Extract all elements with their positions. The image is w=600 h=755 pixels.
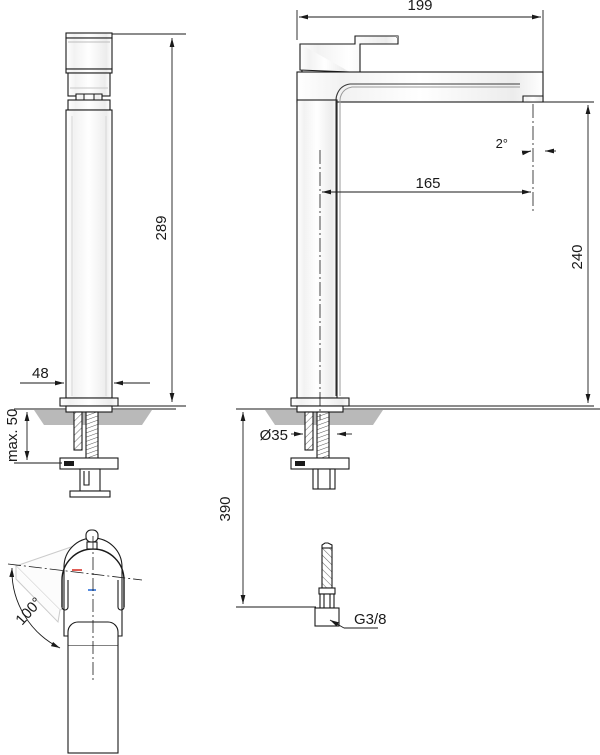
- swivel-centre-lines: [7, 536, 143, 680]
- swivel-rotated-axis: [7, 563, 143, 581]
- plate-slot: [295, 461, 305, 466]
- lever-underside: [299, 44, 351, 73]
- dimension-label-48: 48: [32, 365, 49, 382]
- body-column: [296, 99, 338, 399]
- side-fixing-assembly: [59, 405, 119, 498]
- spout-inner-curve-highlight: [339, 86, 520, 101]
- front-dimension-199: [296, 10, 544, 96]
- dimension-label-165: 165: [415, 175, 440, 192]
- fixing-stud: [304, 411, 314, 451]
- body-plan-outline: [67, 644, 119, 754]
- handle-top-knob: [85, 529, 99, 543]
- plate-slot: [64, 461, 74, 466]
- fixing-nut: [79, 468, 101, 492]
- fixing-stud-left: [73, 411, 83, 451]
- dimension-label-289: 289: [153, 215, 170, 240]
- threaded-rod: [85, 411, 99, 463]
- body-column: [65, 109, 113, 399]
- threaded-rod: [316, 411, 330, 463]
- braided-hose: [321, 547, 333, 589]
- hose-collar: [318, 587, 336, 595]
- label-thread-g38: G3/8: [354, 611, 387, 628]
- side-dimension-max50: [14, 408, 62, 464]
- hose-tip: [321, 542, 333, 549]
- dimension-label-390: 390: [217, 496, 234, 521]
- front-fixing-assembly: [290, 405, 350, 490]
- handle-top-stem: [86, 541, 98, 550]
- dimension-label-2deg: 2°: [496, 136, 508, 151]
- aerator-outlet: [522, 95, 544, 103]
- front-dimension-390: [236, 408, 316, 608]
- dimension-label-max50: max. 50: [4, 409, 21, 462]
- front-dimension-240: [349, 101, 594, 407]
- side-elevation-view: [59, 32, 119, 407]
- fixing-nut: [312, 468, 336, 490]
- swivel-angle-dimension: [9, 567, 61, 649]
- side-dimension-48: [20, 370, 150, 392]
- dimension-label-199: 199: [407, 0, 432, 14]
- cartridge-housing: [67, 72, 111, 97]
- front-dimension-2deg: [521, 148, 556, 156]
- washer: [69, 490, 111, 498]
- base-flange: [59, 397, 119, 407]
- centre-lines: [319, 104, 534, 420]
- body-top-ring: [67, 99, 111, 111]
- dimension-label-240: 240: [569, 244, 586, 269]
- hose-ferrule: [319, 593, 335, 609]
- handle-cap: [65, 32, 113, 39]
- angle-arc: [9, 567, 61, 649]
- g38-leader-line: [329, 619, 378, 629]
- lever-nub: [75, 93, 103, 101]
- handle-upper-body: [65, 37, 113, 70]
- handle-collar: [65, 68, 113, 74]
- side-dimension-289: [112, 33, 186, 407]
- gasket: [65, 405, 113, 413]
- dimension-label-diameter35: Ø35: [260, 427, 288, 444]
